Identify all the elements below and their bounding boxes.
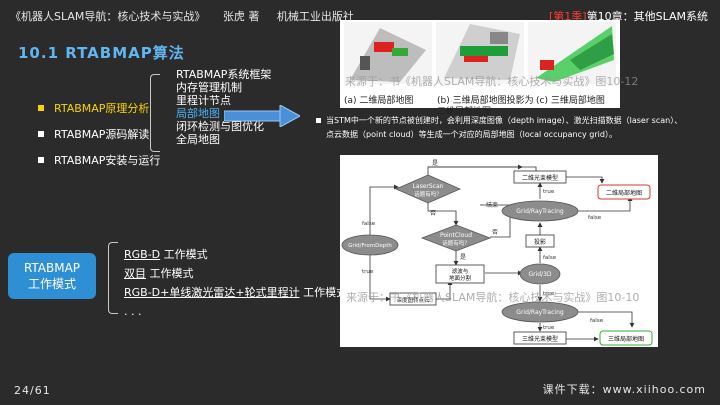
node-grid-raytracing-top: Grid/RayTracing: [516, 208, 564, 215]
season-label: [第1季]: [549, 10, 587, 23]
subtopic-item-active[interactable]: 局部地图: [176, 107, 220, 120]
bullet-square-icon: [38, 105, 44, 111]
node-laserscan: LaserScan: [413, 183, 444, 190]
label-true: true: [362, 269, 374, 275]
caption-c: (c) 三维局部地图: [536, 96, 605, 106]
node-pointcloud-q: 话题有吗？: [442, 239, 470, 247]
node-grid-3d: Grid/3D: [528, 271, 551, 278]
sublist-brace: [150, 74, 160, 152]
mode-item[interactable]: RGB-D+单线激光雷达+轮式里程计 工作模式: [124, 283, 347, 302]
label-false: false: [588, 215, 602, 221]
chapter-label: 第10章：其他SLAM系统: [586, 10, 708, 23]
label-yes: 是: [460, 254, 466, 261]
watermark-figure-10-12: 来源于：书《机器人SLAM导航：核心技术与实战》图10-12: [345, 75, 639, 88]
label-no: 否: [430, 210, 436, 217]
subtopic-list: RTABMAP系统框架 内存管理机制 里程计节点 局部地图 闭环检测与图优化 全…: [176, 68, 271, 146]
book-title: 《机器人SLAM导航：核心技术与实战》: [10, 10, 206, 23]
mode-box-line: RTABMAP: [23, 261, 81, 275]
bullet-square-icon: [38, 131, 44, 137]
arrow-right-icon: [224, 105, 300, 127]
subtopic-item[interactable]: 闭环检测与图优化: [176, 120, 264, 133]
local-map-flowchart: LaserScan 话题有吗？ PointCloud 话题有吗？ Grid/Fr…: [340, 155, 658, 347]
mode-suffix: 工作模式: [149, 267, 194, 280]
local-map-figure: (a) 二维局部地图 (b) 三维局部地图投影为二维局部地图 (c) 三维局部地…: [340, 20, 620, 117]
label-false: false: [362, 221, 376, 227]
mode-suffix: 工作模式: [163, 248, 208, 261]
subtopic-item[interactable]: RTABMAP系统框架: [176, 68, 272, 81]
mode-item[interactable]: RGB-D 工作模式: [124, 245, 347, 264]
mode-item: . . .: [124, 302, 347, 321]
book-author: 张虎 著: [222, 10, 260, 23]
node-3d-local-map: 三维局部地图: [608, 335, 644, 343]
label-true: true: [543, 291, 555, 297]
node-2d-model: 二维光束模型: [522, 174, 558, 182]
book-publisher: 机械工业出版社: [276, 10, 354, 23]
node-projection: 投影: [534, 238, 546, 246]
modes-brace: [108, 242, 118, 314]
topic-principle-analysis[interactable]: RTABMAP原理分析: [38, 100, 149, 116]
label-false: false: [590, 318, 604, 324]
subtopic-item[interactable]: 内存管理机制: [176, 81, 242, 94]
mode-name: 双目: [124, 267, 146, 280]
flowchart-diagram: LaserScan 话题有吗？ PointCloud 话题有吗？ Grid/Fr…: [341, 160, 653, 346]
download-link[interactable]: 课件下载：www.xiihoo.com: [542, 383, 706, 396]
mode-name: . . .: [124, 305, 142, 318]
node-ground-seg: 地面分割: [449, 274, 472, 282]
subtopic-item[interactable]: 里程计节点: [176, 94, 231, 107]
node-grid-raytracing-bottom: Grid/RayTracing: [516, 309, 564, 316]
topic-label: RTABMAP安装与运行: [54, 154, 161, 167]
mode-box-line: 工作模式: [27, 277, 76, 291]
label-end: 结束: [486, 201, 498, 209]
node-laserscan-q: 话题有吗？: [414, 190, 442, 198]
node-3d-model: 三维光束模型: [522, 335, 558, 343]
description-line: 点云数据（point cloud）等生成一个对应的局部地图（local occu…: [326, 130, 617, 139]
subtopic-item[interactable]: 全局地图: [176, 133, 220, 146]
mode-item[interactable]: 双目 工作模式: [124, 264, 347, 283]
working-mode-list: RGB-D 工作模式 双目 工作模式 RGB-D+单线激光雷达+轮式里程计 工作…: [124, 245, 347, 321]
topic-label: RTABMAP原理分析: [54, 102, 150, 115]
label-false: false: [543, 255, 557, 261]
node-pointcloud: PointCloud: [440, 232, 472, 239]
caption-b: (b) 三维局部地图投影为二维局部地图: [437, 96, 534, 117]
caption-a: (a) 二维局部地图: [344, 96, 414, 106]
label-no: 否: [492, 229, 498, 236]
topic-install-run[interactable]: RTABMAP安装与运行: [38, 152, 160, 168]
label-yes: 是: [432, 160, 438, 167]
page-number: 24/61: [14, 384, 51, 397]
description-line: 当STM中一个新的节点被创建时，会利用深度图像（depth image）、激光扫…: [326, 116, 683, 125]
mode-name: RGB-D: [124, 248, 161, 261]
watermark-figure-10-10: 来源于：书《机器人SLAM导航：核心技术与实战》图10-10: [346, 291, 640, 304]
working-mode-box: RTABMAP 工作模式: [8, 253, 96, 299]
header-book-info: 《机器人SLAM导航：核心技术与实战》 张虎 著 机械工业出版社: [10, 8, 368, 24]
mode-name: RGB-D+单线激光雷达+轮式里程计: [124, 286, 300, 299]
bullet-square-icon: [38, 157, 44, 163]
node-grid-from-depth: Grid/FromDepth: [348, 243, 392, 249]
local-map-description: 当STM中一个新的节点被创建时，会利用深度图像（depth image）、激光扫…: [316, 114, 686, 142]
label-true: true: [543, 325, 555, 331]
topic-label: RTABMAP源码解读: [54, 128, 150, 141]
node-2d-local-map: 二维局部地图: [606, 189, 642, 197]
mode-suffix: 工作模式: [303, 286, 348, 299]
header-chapter-info: [第1季]第10章：其他SLAM系统: [549, 8, 708, 24]
section-title: 10.1 RTABMAP算法: [18, 44, 185, 62]
topic-source-reading[interactable]: RTABMAP源码解读: [38, 126, 149, 142]
node-filter: 滤波与: [452, 267, 469, 275]
node-depth-to-points: 深度图转点云: [396, 296, 430, 304]
local-map-images: [344, 22, 616, 84]
label-true: true: [543, 189, 555, 195]
